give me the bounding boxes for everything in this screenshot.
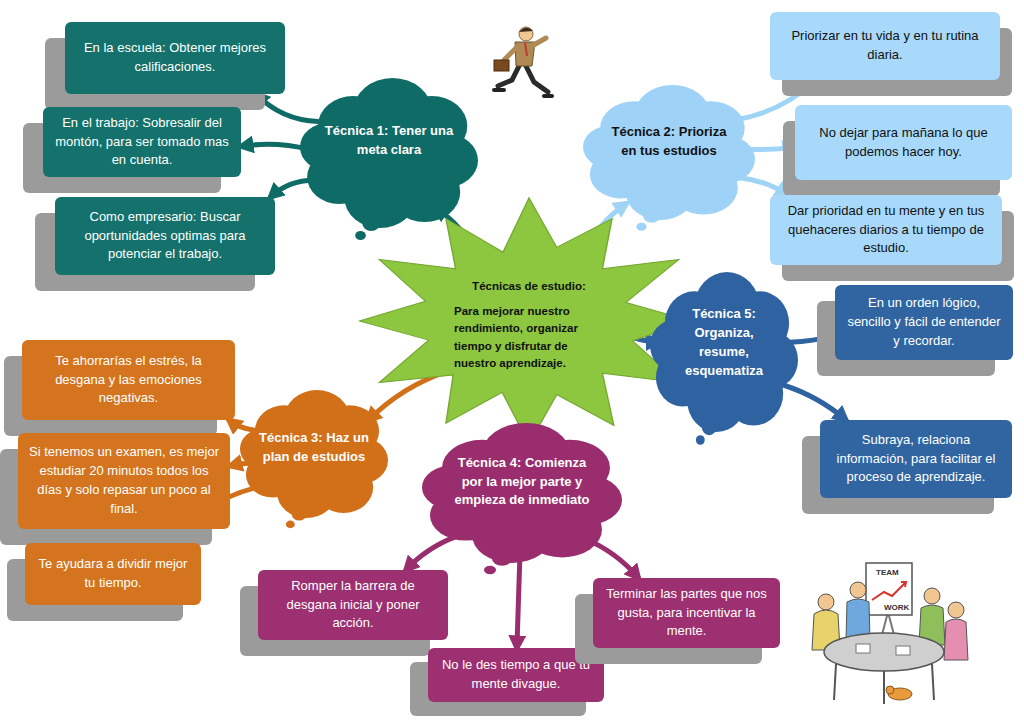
leaf-box: Te ahorrarías el estrés, la desgana y la… [22, 340, 235, 420]
connector-arrow [739, 178, 788, 195]
technique-cloud: Técnica 2: Prioriza en tus estudios [583, 85, 755, 220]
cloud-puff [636, 223, 646, 231]
node-text: Técnica 5: Organiza, resume, esquematiza [668, 305, 780, 380]
running-businessman-part [519, 28, 533, 32]
leaf-box: Terminar las partes que nos gusta, para … [593, 578, 780, 648]
node-text-area: Técnica 5: Organiza, resume, esquematiza [650, 272, 798, 432]
central-star: Técnicas de estudio: Para mejorar nuestro… [356, 198, 702, 444]
leaf-box: En el trabajo: Sobresalir del montón, pa… [43, 107, 241, 177]
cloud-puff [702, 419, 717, 435]
connector-arrow [256, 94, 318, 122]
leaf-box: Subraya, relaciona información, para fac… [820, 420, 1012, 498]
node-text: Priorizar en tu vida y en tu rutina diar… [780, 27, 990, 65]
leaf-box: Dar prioridad en tu mente y en tus queha… [770, 195, 1002, 265]
cloud-puff [484, 566, 496, 574]
node-text: Te ayudara a dividir mejor tu tiempo. [35, 555, 191, 593]
node-text: Técnica 2: Prioriza en tus estudios [603, 123, 735, 161]
team-meeting-part [834, 664, 934, 704]
star-shape [356, 198, 702, 444]
node-text-area: Técnica 2: Prioriza en tus estudios [583, 85, 755, 220]
connector-arrow [230, 463, 248, 466]
running-businessman-part [504, 46, 518, 60]
team-meeting-part [901, 582, 906, 587]
node-text: No dejar para mañana lo que podemos hace… [805, 124, 1002, 162]
cloud-puff [286, 521, 295, 529]
node-text: Te ahorrarías el estrés, la desgana y la… [32, 352, 225, 409]
node-text: Para mejorar nuestro rendimiento, organi… [454, 303, 604, 372]
node-text: En el trabajo: Sobresalir del montón, pa… [53, 114, 231, 171]
running-businessman-part [494, 60, 509, 71]
team-meeting-part [886, 686, 894, 694]
leaf-box: No dejar para mañana lo que podemos hace… [795, 105, 1012, 180]
team-meeting-part [850, 582, 866, 598]
connector-arrow [517, 556, 520, 648]
leaf-box: En un orden lógico, sencillo y fácil de … [835, 285, 1013, 360]
team-meeting-part [824, 633, 944, 671]
running-businessman-part [519, 27, 533, 41]
node-text-area: Técnica 4: Comienza por la mejor parte y… [422, 423, 622, 563]
team-meeting-part [856, 644, 870, 653]
team-meeting-part [896, 646, 910, 655]
node-text-area: Técnica 1: Tener una meta clara [300, 78, 478, 228]
team-meeting-part [948, 602, 964, 618]
star-burst [359, 198, 691, 444]
connector-arrow [406, 536, 457, 570]
cloud-puff [292, 508, 307, 521]
node-text: En un orden lógico, sencillo y fácil de … [845, 294, 1003, 351]
leaf-box: En la escuela: Obtener mejores calificac… [65, 22, 285, 94]
node-text: Dar prioridad en tu mente y en tus queha… [780, 202, 992, 259]
running-businessman [494, 27, 552, 96]
cloud-puff [643, 209, 660, 223]
cloud-puff [696, 435, 705, 445]
node-text: Si tenemos un examen, es mejor estudiar … [28, 443, 220, 518]
node-heading: Técnicas de estudio: [472, 278, 586, 295]
leaf-box: No le des tiempo a que tu mente divague. [428, 648, 604, 702]
node-text: Subraya, relaciona información, para fac… [830, 431, 1002, 488]
technique-cloud: Técnica 4: Comienza por la mejor parte y… [422, 423, 622, 563]
technique-cloud: Técnica 5: Organiza, resume, esquematiza [650, 272, 798, 432]
node-text-area: Técnica 3: Haz un plan de estudios [240, 390, 388, 518]
node-text: Como empresario: Buscar oportunidades op… [65, 208, 265, 265]
node-text: Romper la barrera de desgana inicial y p… [268, 577, 438, 634]
leaf-box: Te ayudara a dividir mejor tu tiempo. [25, 543, 201, 605]
flipchart-label: WORK [884, 603, 909, 612]
team-meeting-part [924, 588, 940, 604]
node-text: Técnica 4: Comienza por la mejor parte y… [446, 454, 598, 511]
running-businessman-part [494, 90, 552, 96]
node-text: Técnica 3: Haz un plan de estudios [258, 429, 370, 467]
leaf-box: Priorizar en tu vida y en tu rutina diar… [770, 12, 1000, 80]
leaf-box: Romper la barrera de desgana inicial y p… [258, 570, 448, 640]
connector-arrow [790, 336, 835, 343]
flipchart-label: TEAM [876, 568, 899, 577]
team-meeting-part [944, 619, 968, 660]
leaf-box: Como empresario: Buscar oportunidades op… [55, 197, 275, 275]
team-meeting-part [818, 594, 834, 610]
node-text: Terminar las partes que nos gusta, para … [603, 585, 770, 642]
connector-arrow [229, 420, 254, 430]
connector-arrow [783, 385, 846, 420]
node-text: Técnica 1: Tener una meta clara [322, 122, 456, 160]
connector-arrow [241, 144, 309, 149]
running-businessman-part [525, 43, 527, 56]
node-text: En la escuela: Obtener mejores calificac… [75, 39, 275, 77]
team-meeting-part [872, 582, 906, 600]
cloud-puff [355, 231, 366, 240]
cloud-puff [492, 552, 512, 566]
node-text-area: Técnicas de estudio: Para mejorar nuestro… [356, 198, 702, 444]
connector-arrow [746, 147, 795, 150]
technique-cloud: Técnica 3: Haz un plan de estudios [240, 390, 388, 518]
technique-cloud: Técnica 1: Tener una meta clara [300, 78, 478, 228]
node-text: No le des tiempo a que tu mente divague. [438, 656, 594, 694]
team-meeting-part [866, 563, 912, 615]
leaf-box: Si tenemos un examen, es mejor estudiar … [18, 433, 230, 529]
team-meeting [812, 563, 968, 704]
running-businessman-part [532, 38, 546, 46]
cloud-puff [362, 216, 380, 231]
